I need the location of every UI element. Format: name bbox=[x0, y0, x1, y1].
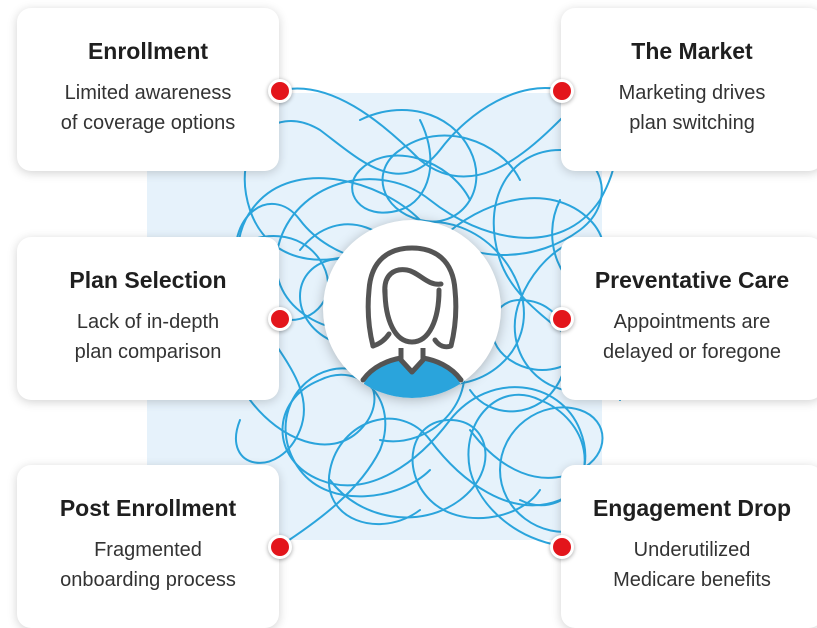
card-plan-selection: Plan Selection Lack of in-depth plan com… bbox=[17, 237, 279, 400]
card-text: Fragmented onboarding process bbox=[60, 538, 236, 591]
red-dot-icon bbox=[268, 79, 292, 103]
card-title: Enrollment bbox=[87, 38, 209, 64]
card-text: Underutilized Medicare benefits bbox=[613, 538, 771, 591]
card-title: The Market bbox=[631, 38, 753, 64]
card-text: Limited awareness of coverage options bbox=[60, 81, 236, 134]
card-title: Engagement Drop bbox=[592, 495, 792, 521]
person-avatar-icon bbox=[356, 245, 468, 398]
red-dot-icon bbox=[268, 307, 292, 331]
avatar bbox=[323, 220, 501, 398]
red-dot-icon bbox=[550, 79, 574, 103]
card-engagement-drop: Engagement Drop Underutilized Medicare b… bbox=[561, 465, 817, 628]
red-dot-icon bbox=[268, 535, 292, 559]
card-title: Post Enrollment bbox=[59, 495, 237, 521]
card-title: Plan Selection bbox=[69, 267, 227, 293]
card-text: Marketing drives plan switching bbox=[618, 81, 766, 134]
card-post-enrollment: Post Enrollment Fragmented onboarding pr… bbox=[17, 465, 279, 628]
red-dot-icon bbox=[550, 535, 574, 559]
card-title: Preventative Care bbox=[594, 267, 790, 293]
card-the-market: The Market Marketing drives plan switchi… bbox=[561, 8, 817, 171]
red-dot-icon bbox=[550, 307, 574, 331]
card-preventative-care: Preventative Care Appointments are delay… bbox=[561, 237, 817, 400]
card-text: Appointments are delayed or foregone bbox=[603, 310, 781, 363]
card-text: Lack of in-depth plan comparison bbox=[74, 310, 222, 363]
card-enrollment: Enrollment Limited awareness of coverage… bbox=[17, 8, 279, 171]
